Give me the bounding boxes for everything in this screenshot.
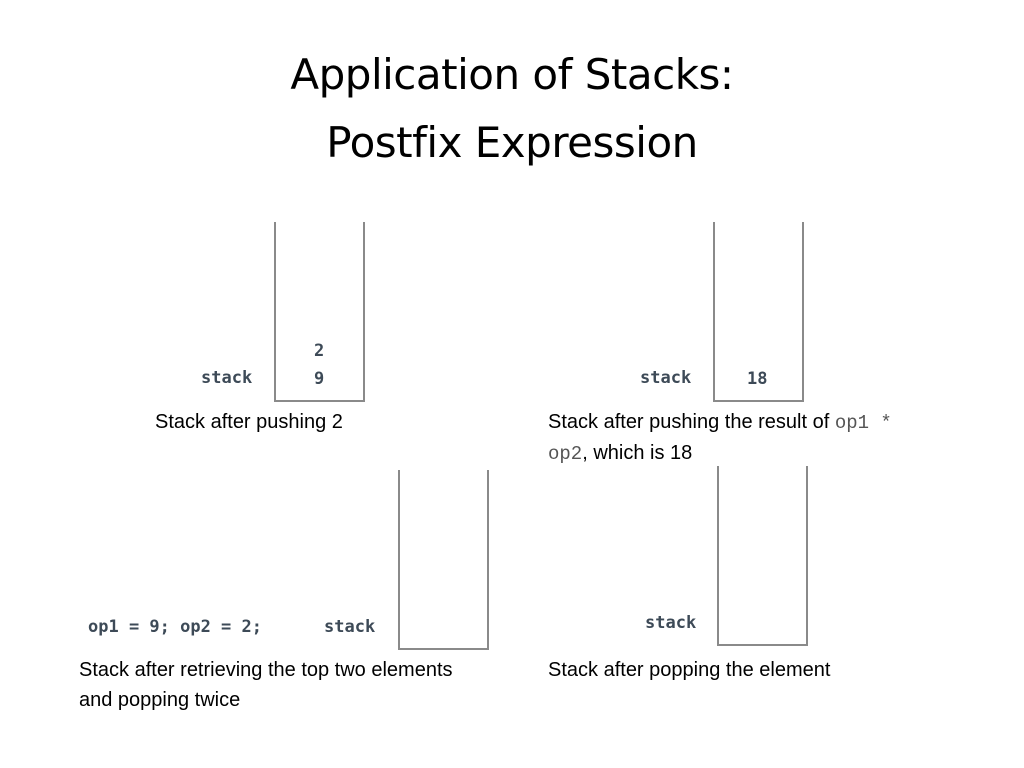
caption-code-op2: op2 [548,443,583,465]
stack-item-bottom: 9 [314,369,325,389]
stack-container [713,222,804,402]
stack-label: stack [645,613,697,633]
stack-container [274,222,365,402]
stack-label: stack [640,368,692,388]
caption-top-right: Stack after pushing the result of op1 * … [548,407,988,469]
assignment-label: op1 = 9; op2 = 2; [88,617,262,637]
caption-text-suffix: , which is 18 [582,442,693,464]
caption-bottom-left-line1: Stack after retrieving the top two eleme… [79,659,453,681]
stack-label: stack [201,368,253,388]
caption-bottom-right: Stack after popping the element [548,659,831,681]
slide-title-line1: Application of Stacks: [290,50,734,99]
stack-container [717,466,808,646]
caption-bottom-left-line2: and popping twice [79,689,241,711]
caption-top-left: Stack after pushing 2 [155,411,343,433]
slide-title-line2: Postfix Expression [326,118,698,167]
caption-text: Stack after pushing the result of [548,411,835,433]
stack-container [398,470,489,650]
caption-code-op1: op1 * [834,412,892,434]
stack-item: 18 [747,369,768,389]
stack-label: stack [324,617,376,637]
stack-item-top: 2 [314,341,325,361]
